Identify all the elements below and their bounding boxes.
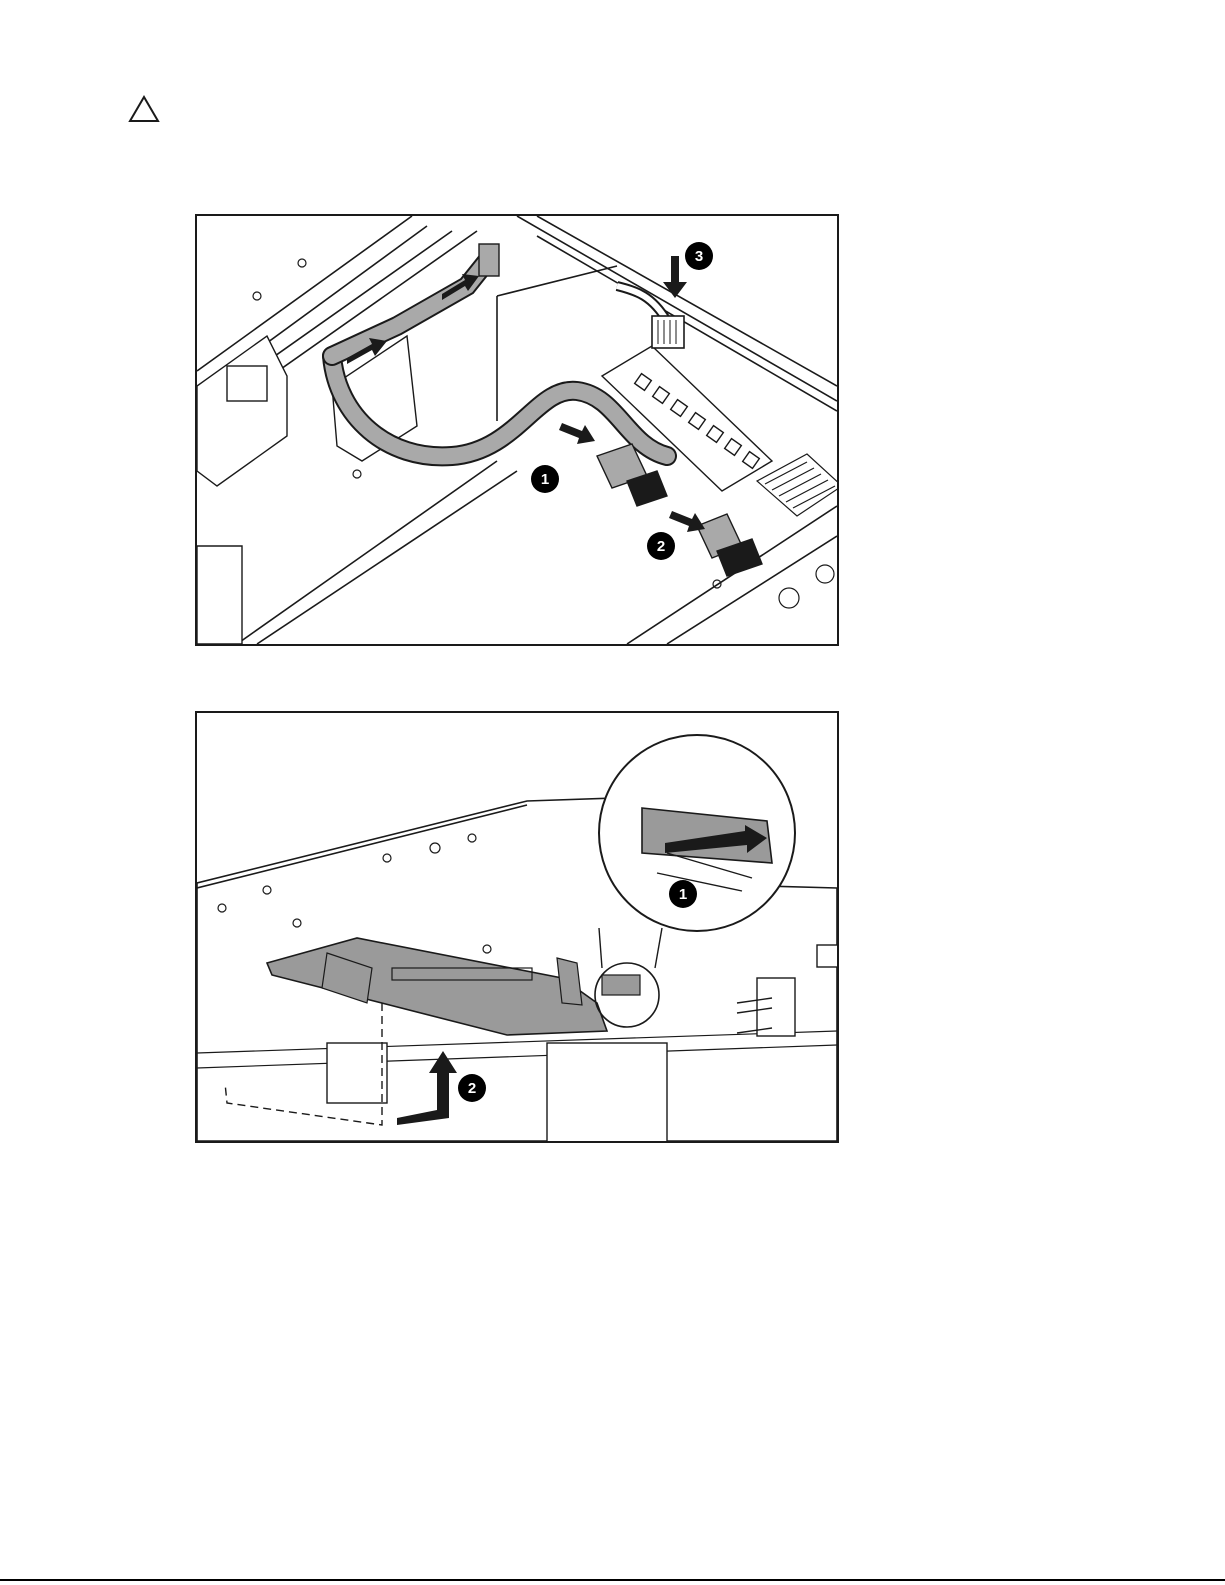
svg-text:1: 1 — [679, 886, 687, 903]
bracket-removal-illustration: 1 2 — [197, 713, 837, 1141]
caution-triangle-icon — [128, 95, 160, 123]
svg-text:1: 1 — [541, 471, 549, 488]
callout-2: 2 — [458, 1074, 486, 1102]
callout-1: 1 — [531, 465, 559, 493]
callout-2: 2 — [647, 532, 675, 560]
svg-text:2: 2 — [657, 538, 665, 555]
svg-text:2: 2 — [468, 1080, 476, 1097]
figure-bracket-removal: 1 2 — [195, 711, 839, 1143]
figure-cable-removal: 1 2 3 — [195, 214, 839, 646]
drive-cage — [197, 336, 417, 644]
callout-3: 3 — [685, 242, 713, 270]
cable-removal-illustration: 1 2 3 — [197, 216, 837, 644]
page-bottom-rule — [0, 1579, 1225, 1581]
svg-text:3: 3 — [695, 248, 703, 265]
callout-1: 1 — [669, 880, 697, 908]
